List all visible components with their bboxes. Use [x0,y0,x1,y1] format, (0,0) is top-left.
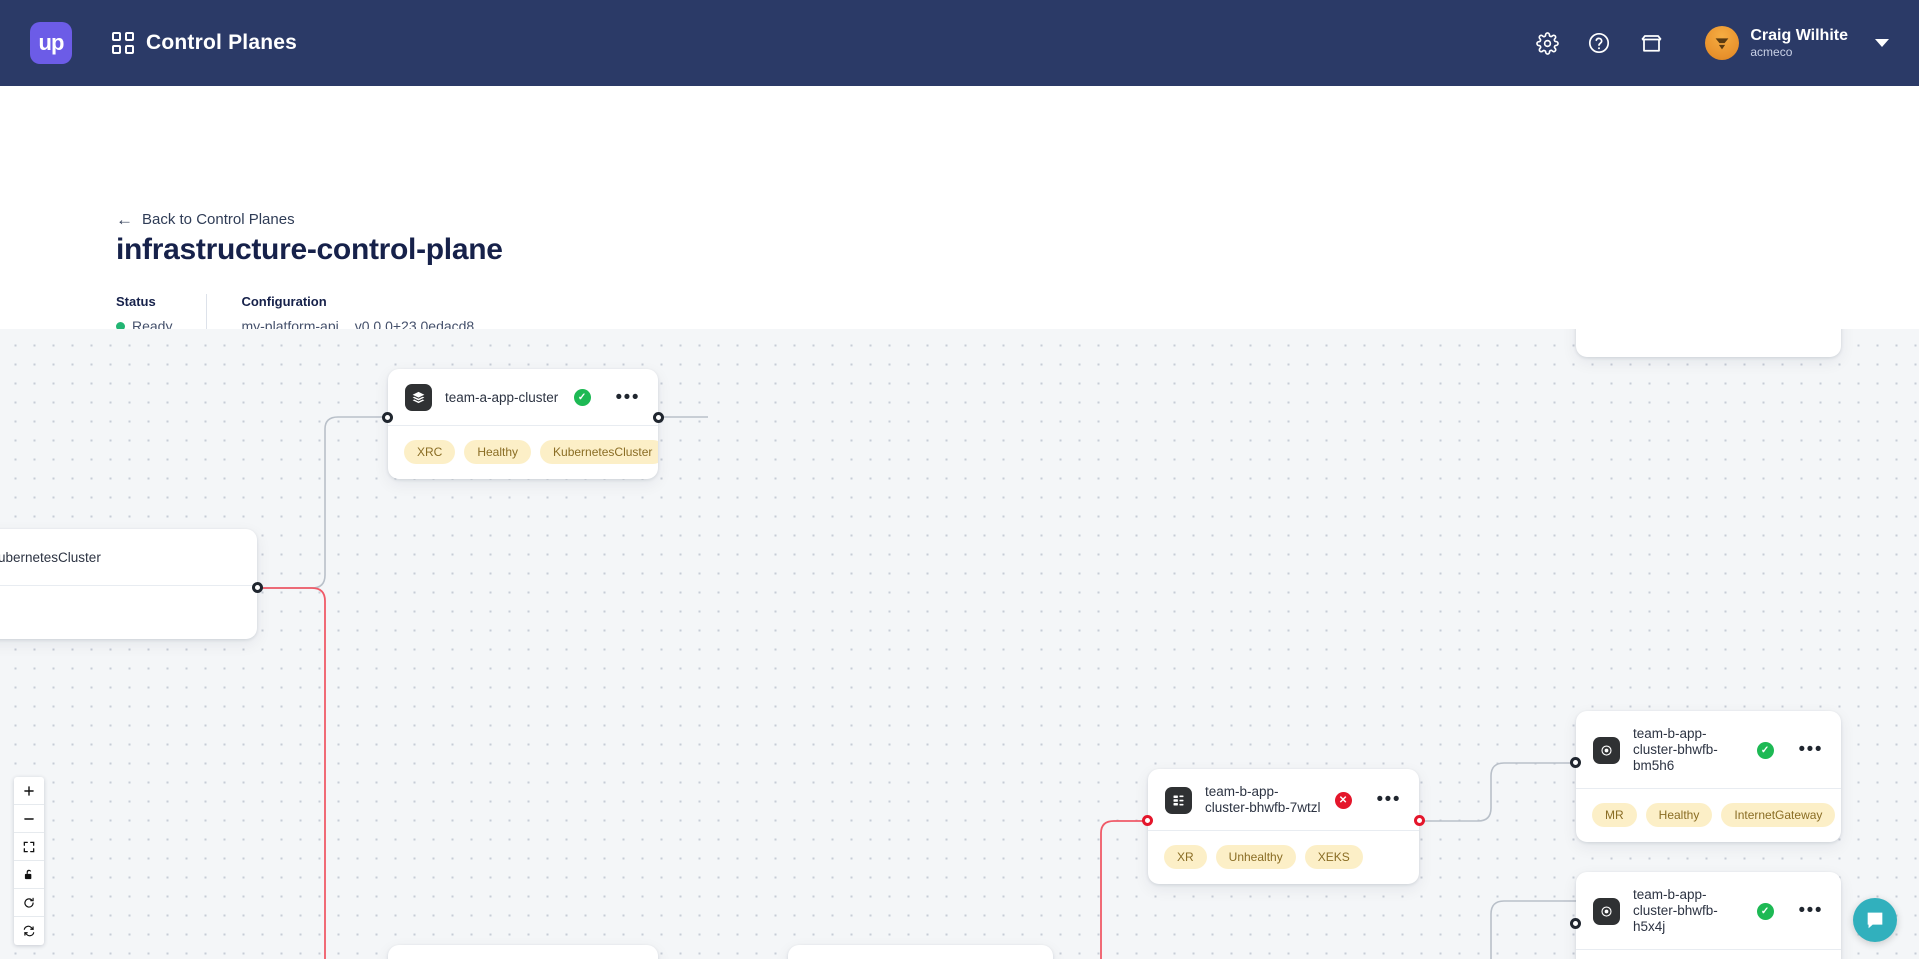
status-block: Status Ready [116,294,172,334]
managed-resource-icon [1593,897,1620,925]
node-divider [0,585,257,586]
node-divider [1148,830,1419,831]
chevron-down-icon[interactable] [1875,39,1889,47]
user-org: acmeco [1750,44,1793,59]
node-handle-left[interactable] [1570,918,1581,929]
graph-edges [258,416,1576,959]
node-menu-button[interactable]: ••• [1376,789,1401,810]
graph-node-team-b-app-cluster-bhwfb-bm5h6[interactable]: team-b-app-cluster-bhwfb-bm5h6 ✓ ••• MR … [1570,711,1841,842]
configuration-label: Configuration [241,294,327,309]
node-title: KubernetesCluster [0,549,101,565]
fit-view-button[interactable] [14,833,44,861]
node-handle-left[interactable] [382,412,393,423]
xr-icon [1165,786,1192,814]
graph-node-team-b-app-cluster-bhwfb-7wtzl[interactable]: team-b-app-cluster-bhwfb-7wtzl ✕ ••• XR … [1142,769,1425,884]
node-handle-right[interactable] [1414,815,1425,826]
tag: XR [1164,845,1207,869]
graph-controls [14,777,44,945]
tag: Healthy [464,440,532,464]
control-plane-meta: Status Ready Configuration my-platform-a… [116,294,474,334]
gear-icon[interactable] [1533,29,1561,57]
status-badge-healthy: ✓ [1756,741,1774,759]
node-header: team-a-app-cluster ✓ ••• [388,369,658,425]
node-title: team-b-app-cluster-bhwfb-h5x4j [1633,887,1718,934]
sync-button[interactable] [14,917,44,945]
back-link-label: Back to Control Planes [142,211,295,228]
node-tags: XRC Healthy KubernetesCluster [388,426,658,479]
upbound-logo[interactable]: up [30,22,72,64]
node-divider [388,425,658,426]
graph-node-kubernetescluster[interactable]: KubernetesCluster API [0,529,263,639]
status-badge-unhealthy: ✕ [1334,791,1352,809]
status-label: Status [116,294,156,309]
node-handle-right[interactable] [252,582,263,593]
user-name: Craig Wilhite [1750,26,1848,44]
user-menu[interactable]: Craig Wilhite acmeco [1705,26,1889,60]
help-icon[interactable] [1585,29,1613,57]
page-title: infrastructure-control-plane [116,233,503,266]
node-tags: MR Healthy MainRouteTableAssoc [1576,950,1841,959]
lock-button[interactable] [14,861,44,889]
node-title: team-b-app-cluster-bhwfb-7wtzl [1205,784,1321,815]
graph-node-partial-top[interactable] [1576,329,1841,357]
node-divider [1576,949,1841,950]
top-navigation-bar: up Control Planes [0,0,1919,86]
tag: Healthy [1645,803,1713,827]
graph-node-team-a-app-cluster[interactable]: team-a-app-cluster ✓ ••• XRC Healthy Kub… [382,369,664,479]
graph-node-team-b-app-cluster[interactable]: team-b-app-cluster ✕ ••• XRC Unhealthy K… [388,945,658,959]
node-menu-button[interactable]: ••• [1798,739,1823,760]
status-badge-healthy: ✓ [1756,902,1774,920]
node-header: team-b-app-cluster-bhwfb ✕ ••• [788,945,1053,959]
reset-button[interactable] [14,889,44,917]
zoom-out-button[interactable] [14,805,44,833]
node-tags: XR Unhealthy XEKS [1148,831,1419,884]
node-handle-right[interactable] [653,412,664,423]
graph-node-team-b-app-cluster-bhwfb[interactable]: team-b-app-cluster-bhwfb ✕ ••• XR Unheal… [788,945,1053,959]
tag: XEKS [1304,845,1363,869]
node-header: team-b-app-cluster ✕ ••• [388,945,658,959]
top-nav-actions: Craig Wilhite acmeco [1533,26,1889,60]
managed-resource-icon [1593,736,1620,764]
tag: XRC [404,440,456,464]
node-menu-button[interactable]: ••• [1798,900,1823,921]
tag: MR [1592,803,1637,827]
marketplace-icon[interactable] [1637,29,1665,57]
grid-icon [112,32,134,54]
node-header: team-b-app-cluster-bhwfb-h5x4j ✓ ••• [1576,872,1841,949]
node-handle-left[interactable] [1142,815,1153,826]
node-header: team-b-app-cluster-bhwfb-7wtzl ✕ ••• [1148,769,1419,830]
tag: Unhealthy [1215,845,1296,869]
page-header: ← Back to Control Planes infrastructure-… [0,86,1919,385]
node-handle-left[interactable] [1570,757,1581,768]
node-divider [1576,788,1841,789]
app-title: Control Planes [146,31,297,54]
back-to-control-planes-link[interactable]: ← Back to Control Planes [116,211,295,228]
node-tags: API [0,586,257,639]
arrow-left-icon: ← [116,210,133,229]
meta-divider [206,294,208,334]
node-header: team-b-app-cluster-bhwfb-bm5h6 ✓ ••• [1576,711,1841,788]
status-badge-healthy: ✓ [573,389,591,406]
node-title: team-a-app-cluster [445,389,559,405]
node-header: KubernetesCluster [0,529,257,585]
resource-graph-canvas[interactable]: KubernetesCluster API team-a-app-cluster… [0,329,1919,959]
configuration-block: Configuration my-platform-api v0.0.0+23.… [241,294,474,334]
zoom-in-button[interactable] [14,777,44,805]
tag: KubernetesCluster [540,440,658,464]
chat-widget-button[interactable] [1853,898,1897,942]
node-tags: MR Healthy InternetGateway [1576,789,1841,842]
tag: InternetGateway [1721,803,1836,827]
avatar [1705,26,1740,60]
status-dot-icon [116,321,125,331]
node-title: team-b-app-cluster-bhwfb-bm5h6 [1633,726,1718,773]
node-menu-button[interactable]: ••• [615,386,640,408]
graph-node-team-b-app-cluster-bhwfb-h5x4j[interactable]: team-b-app-cluster-bhwfb-h5x4j ✓ ••• MR … [1570,872,1841,959]
layers-icon [405,384,432,411]
